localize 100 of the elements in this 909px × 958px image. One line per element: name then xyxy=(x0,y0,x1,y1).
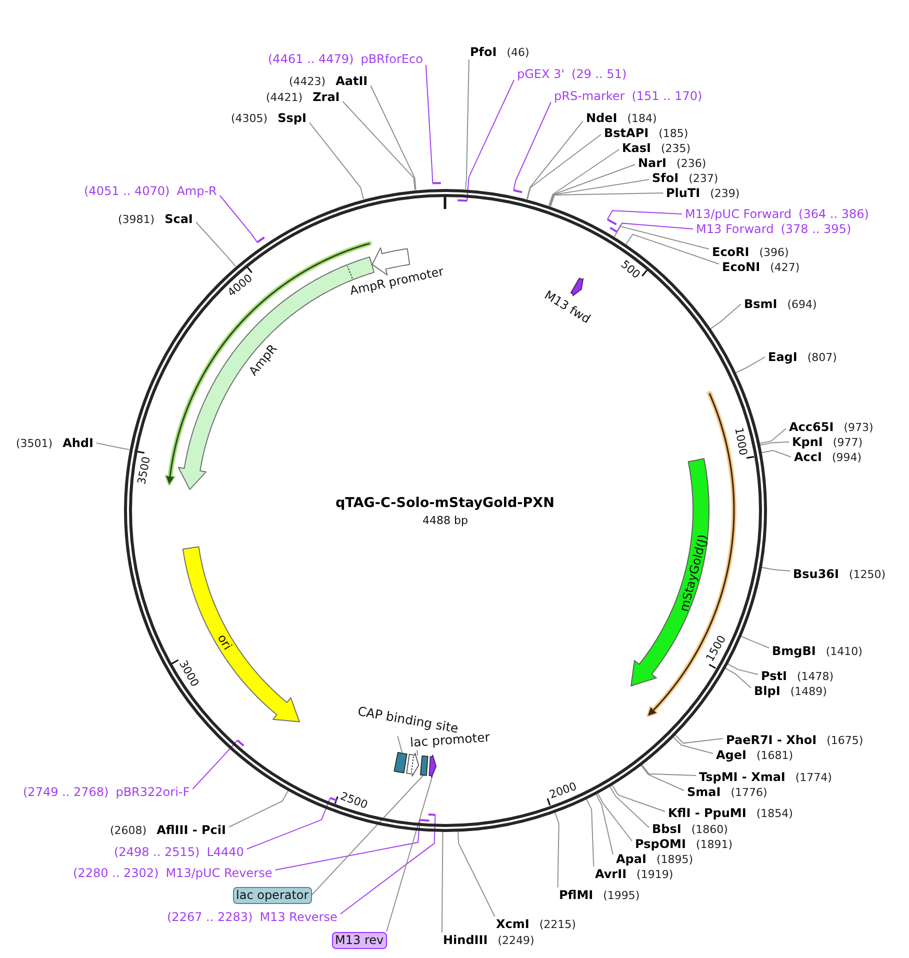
primer-name: pGEX 3' xyxy=(517,66,564,82)
enzyme-name: SmaI xyxy=(687,784,721,800)
enzyme-name: PflMI xyxy=(559,888,594,902)
cut-site-position: (1895) xyxy=(656,852,694,866)
promoter-feature xyxy=(406,752,420,776)
leader-line xyxy=(609,786,650,828)
enzyme-name: BsmI xyxy=(744,296,778,312)
primer-binding-mark xyxy=(428,814,436,816)
feature-label: ori xyxy=(214,632,235,653)
enzyme-name: TspMI - XmaI xyxy=(699,770,786,784)
primer-binding-range: (364 .. 386) xyxy=(798,206,869,222)
leader-line xyxy=(554,812,560,888)
leader-line xyxy=(625,234,720,264)
cut-site-position: (427) xyxy=(770,260,800,274)
enzyme-name: ApaI xyxy=(616,852,646,866)
enzyme-name: AgeI xyxy=(716,748,746,762)
cut-site-position: (1489) xyxy=(790,684,827,698)
primer-name: L4440 xyxy=(206,844,244,860)
enzyme-name: AflIII - PciI xyxy=(156,822,226,838)
leader-line xyxy=(549,179,650,207)
feature-tag: lac operator xyxy=(233,886,312,904)
cut-site-position: (994) xyxy=(832,450,862,464)
plasmid-length: 4488 bp xyxy=(422,514,468,526)
primer-binding-mark xyxy=(513,189,522,194)
leader-line xyxy=(724,668,752,688)
leader-line xyxy=(195,222,236,267)
leader-line xyxy=(760,450,792,458)
leader-line xyxy=(674,734,724,744)
primer-binding-range: (151 .. 170) xyxy=(632,88,702,104)
enzyme-name: BmgBI xyxy=(772,644,816,658)
leader-line xyxy=(710,304,742,330)
primer-binding-range: (2498 .. 2515) xyxy=(114,844,200,860)
feature-tag: M13 rev xyxy=(332,932,387,948)
leader-line xyxy=(386,775,433,932)
enzyme-name: SfoI xyxy=(652,170,679,186)
cut-site-position: (1675) xyxy=(826,732,864,748)
enzyme-name: KpnI xyxy=(792,434,823,450)
primer-binding-mark xyxy=(256,236,265,244)
enzyme-name: PfoI xyxy=(470,44,497,60)
leader-line xyxy=(726,663,758,675)
cut-site-position: (1250) xyxy=(849,566,886,582)
enzyme-name: EcoRI xyxy=(712,244,750,260)
enzyme-name: Acc65I xyxy=(789,420,834,434)
scale-label: 1000 xyxy=(732,426,750,457)
primer-binding-mark xyxy=(610,226,618,233)
leader-line xyxy=(595,793,614,855)
enzyme-name: AccI xyxy=(794,450,822,464)
primer-binding-mark xyxy=(432,182,441,184)
enzyme-name: ZraI xyxy=(312,90,340,104)
leader-line xyxy=(416,750,418,756)
primer-name: M13 Forward xyxy=(696,222,774,236)
primer-name: M13/pUC Forward xyxy=(685,206,792,222)
cut-site-position: (1919) xyxy=(636,866,674,882)
cut-site-position: (4305) xyxy=(231,110,268,126)
cut-site-position: (239) xyxy=(710,186,740,200)
enzyme-name: AatII xyxy=(336,74,368,88)
leader-line xyxy=(458,830,496,917)
primer-name: pBR322ori-F xyxy=(116,784,190,800)
leader-line xyxy=(342,101,416,190)
enzyme-name: KflI - PpuMI xyxy=(668,806,746,820)
cut-site-position: (1854) xyxy=(756,806,793,820)
primer-name: M13/pUC Reverse xyxy=(166,866,272,880)
cut-site-position: (3981) xyxy=(118,212,155,226)
primer-binding-range: (4051 .. 4070) xyxy=(84,184,170,198)
leader-line xyxy=(606,210,682,220)
cut-site-position: (1478) xyxy=(796,668,834,684)
enzyme-name: BbsI xyxy=(652,822,682,836)
cut-site-position: (694) xyxy=(787,296,817,312)
enzyme-name: NdeI xyxy=(586,110,618,126)
enzyme-name: PstI xyxy=(761,668,787,684)
primer-binding-range: (4461 .. 4479) xyxy=(268,52,354,66)
enzyme-name: PaeR7I - XhoI xyxy=(726,732,817,748)
cut-site-position: (2215) xyxy=(539,916,576,932)
leader-line xyxy=(465,59,470,190)
leader-line xyxy=(96,442,130,450)
leader-line xyxy=(640,764,684,791)
primer-binding-mark xyxy=(330,797,338,802)
enzyme-name: SspI xyxy=(278,110,306,126)
leader-line xyxy=(219,195,258,243)
plasmid-name: qTAG-C-Solo-mStayGold-PXN xyxy=(336,495,554,511)
leader-line xyxy=(274,819,420,870)
feature-block xyxy=(394,752,408,774)
leader-line xyxy=(246,797,331,850)
leader-line xyxy=(616,222,694,232)
leader-line xyxy=(735,356,766,374)
cut-site-position: (1776) xyxy=(730,784,768,800)
cut-site-position: (185) xyxy=(658,126,688,140)
enzyme-name: AhdI xyxy=(62,436,94,450)
leader-line xyxy=(740,636,770,648)
cut-site-position: (4423) xyxy=(289,74,326,88)
leader-line xyxy=(760,566,790,572)
primer-binding-range: (2280 .. 2302) xyxy=(73,866,159,880)
cut-site-position: (1891) xyxy=(696,836,733,852)
cut-site-position: (1995) xyxy=(603,888,640,902)
primer-binding-range: (378 .. 395) xyxy=(780,222,852,236)
leader-line xyxy=(441,831,444,933)
enzyme-name: XcmI xyxy=(496,916,530,932)
leader-line xyxy=(526,134,602,200)
scale-label: 2000 xyxy=(547,779,578,802)
primer-binding-range: (2749 .. 2768) xyxy=(23,784,109,800)
